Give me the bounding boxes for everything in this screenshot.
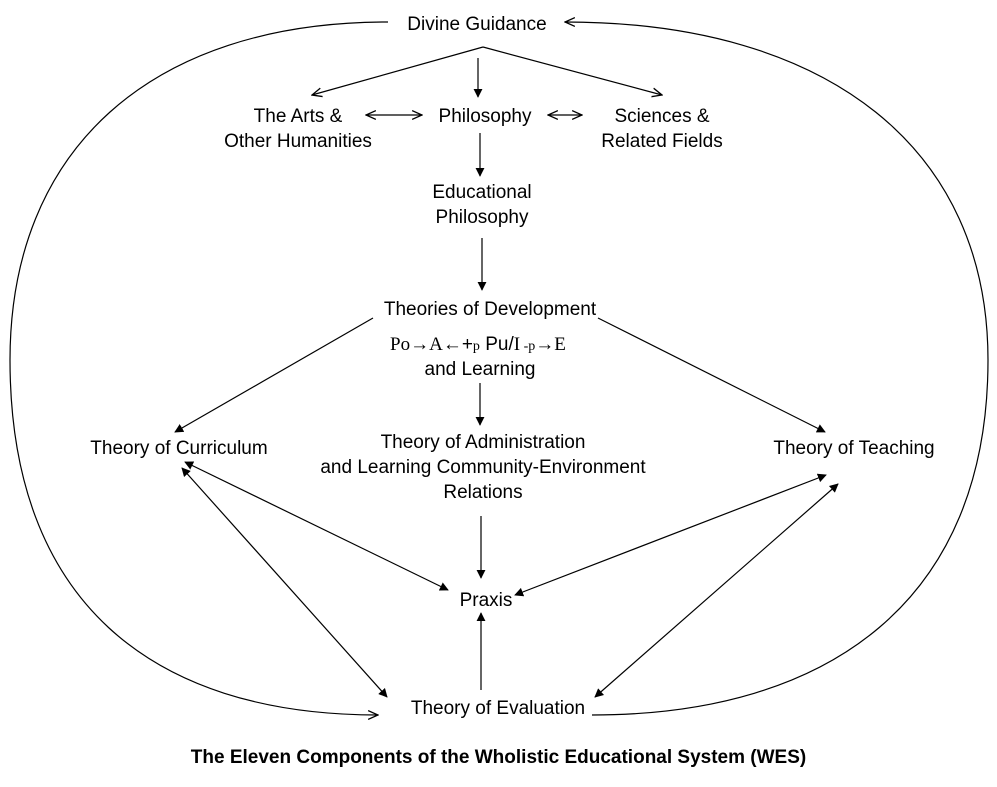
node-theory-administration: Theory of Administration and Learning Co…	[320, 432, 646, 503]
figure-caption: The Eleven Components of the Wholistic E…	[190, 747, 807, 768]
edge-teaching-evaluation	[594, 483, 839, 698]
node-theory-evaluation: Theory of Evaluation	[410, 698, 586, 719]
node-theory-teaching: Theory of Teaching	[773, 438, 935, 459]
node-sciences: Sciences & Related Fields	[601, 106, 723, 152]
node-theories-development: Theories of Development	[383, 299, 597, 320]
node-divine-guidance: Divine Guidance	[407, 14, 547, 35]
development-formula: Po→A←+p Pu/I -p→E	[390, 334, 566, 355]
node-arts-humanities: The Arts & Other Humanities	[224, 106, 372, 152]
node-theory-curriculum: Theory of Curriculum	[90, 438, 268, 459]
node-and-learning: and Learning	[424, 359, 536, 380]
edge-development-to-teaching	[597, 317, 826, 433]
node-educational-philosophy: Educational Philosophy	[432, 182, 532, 228]
node-philosophy: Philosophy	[438, 106, 532, 127]
edge-development-to-curriculum	[174, 317, 374, 433]
edge-curriculum-evaluation	[181, 467, 388, 698]
edge-divine-to-arts	[312, 46, 484, 95]
edge-divine-to-sciences	[482, 46, 662, 95]
node-praxis: Praxis	[459, 590, 513, 611]
